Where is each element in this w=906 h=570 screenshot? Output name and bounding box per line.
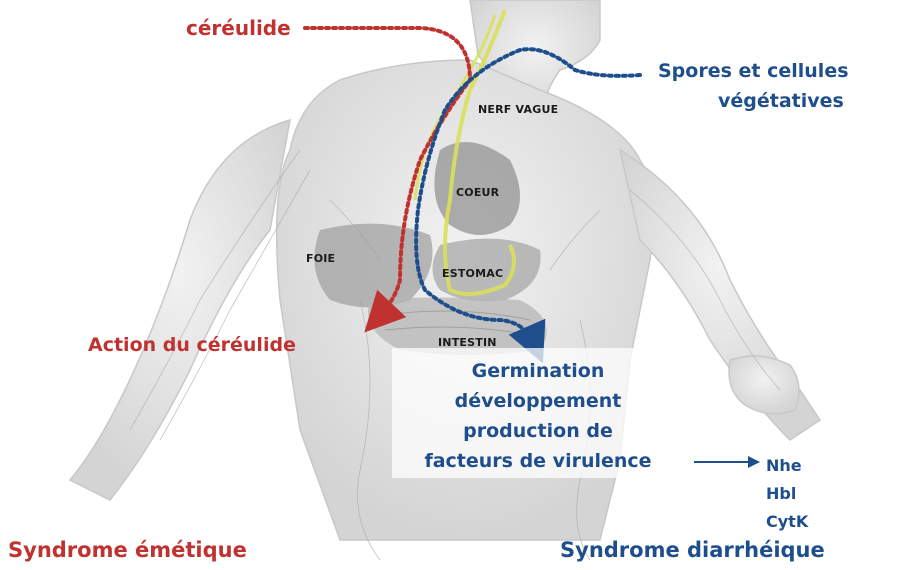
germination-line: facteurs de virulence [392, 446, 684, 476]
label-foie: FOIE [306, 252, 335, 265]
label-intestin: INTESTIN [438, 336, 497, 349]
factor-item: Hbl [766, 480, 808, 508]
factor-item: CytK [766, 508, 808, 536]
label-action-cereulide: Action du céréulide [88, 334, 296, 356]
label-estomac: ESTOMAC [442, 267, 503, 280]
factors-arrow [694, 456, 760, 468]
germination-line: production de [392, 416, 684, 446]
label-nerf-vague: NERF VAGUE [478, 103, 558, 116]
label-spores-line1: Spores et cellules [658, 60, 849, 82]
label-spores-line2: végétatives [718, 90, 844, 112]
germination-text: Germination développement production de … [392, 356, 684, 476]
factor-item: Nhe [766, 452, 808, 480]
label-cereulide: céréulide [186, 16, 291, 40]
syndrome-diarrheal: Syndrome diarrhéique [560, 538, 825, 562]
germination-line: développement [392, 386, 684, 416]
syndrome-emetic: Syndrome émétique [8, 538, 247, 562]
label-coeur: COEUR [456, 186, 499, 199]
germination-line: Germination [392, 356, 684, 386]
virulence-factors-list: Nhe Hbl CytK [766, 452, 808, 536]
